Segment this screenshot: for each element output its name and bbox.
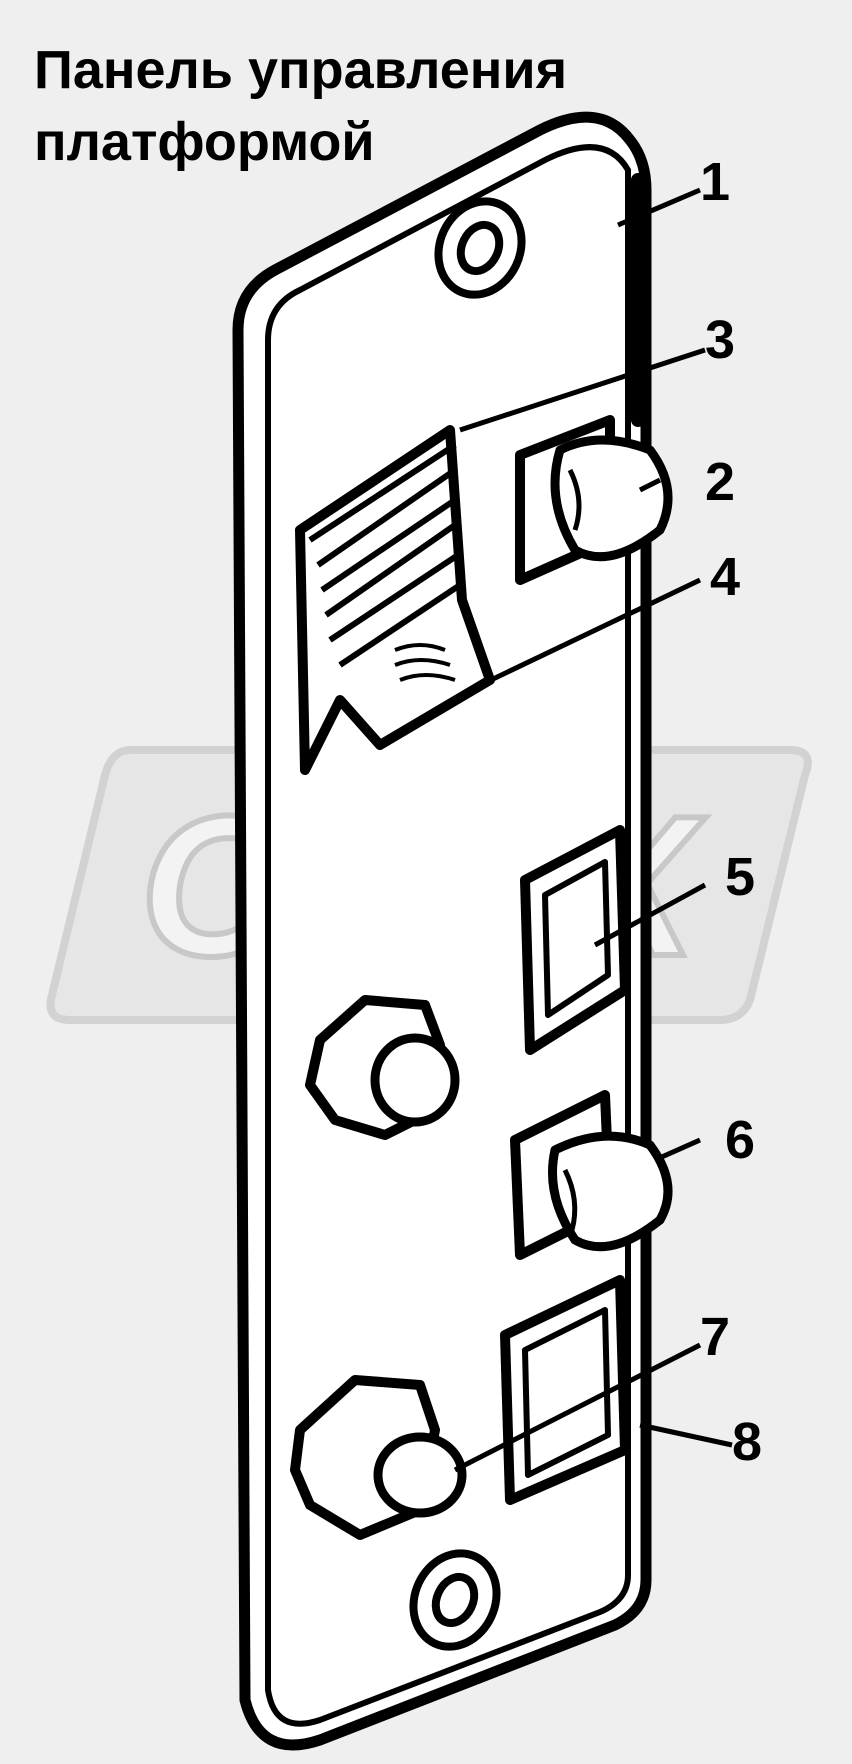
push-button-left <box>305 995 460 1140</box>
mounting-hole-bottom <box>409 1549 501 1651</box>
indicator-lamp-6 <box>510 1090 673 1260</box>
callout-6: 6 <box>725 1110 755 1170</box>
label-plate-5 <box>520 825 630 1055</box>
indicator-lamp-2 <box>515 415 673 585</box>
diagram-title: Панель управления платформой <box>34 34 567 178</box>
callout-2: 2 <box>705 452 735 512</box>
callout-7: 7 <box>700 1307 730 1367</box>
callout-5: 5 <box>725 847 755 907</box>
title-line-1: Панель управления <box>34 40 568 100</box>
mounting-hole-top <box>434 197 526 299</box>
push-button-bottom <box>290 1375 467 1540</box>
rocker-switch <box>295 425 495 775</box>
callout-1: 1 <box>700 152 730 212</box>
callout-labels: 1 3 2 4 5 6 7 8 <box>700 152 762 1472</box>
callout-3: 3 <box>705 310 735 370</box>
callout-4: 4 <box>710 547 740 607</box>
callout-8: 8 <box>732 1412 762 1472</box>
title-line-2: платформой <box>34 112 375 172</box>
leader-lines <box>453 187 733 1473</box>
